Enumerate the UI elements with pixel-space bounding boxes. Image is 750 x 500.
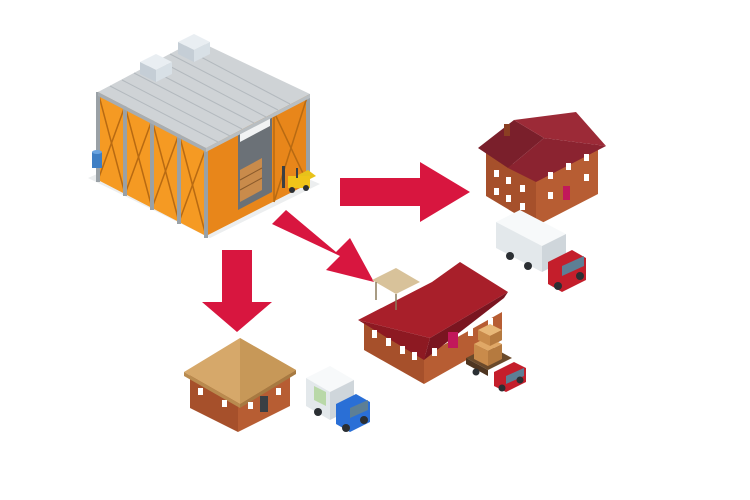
forklift-icon bbox=[282, 166, 316, 193]
van-icon bbox=[306, 366, 370, 432]
warehouse-icon bbox=[88, 34, 320, 238]
arrow-down bbox=[202, 250, 272, 332]
box-truck-icon bbox=[496, 210, 586, 292]
rooftop-unit-icon bbox=[140, 34, 210, 82]
arrow-diagonal bbox=[272, 210, 374, 282]
house-icon bbox=[478, 112, 606, 226]
flatbed-truck-icon bbox=[466, 324, 526, 392]
small-warehouse-icon bbox=[184, 338, 296, 432]
barrel-icon bbox=[92, 150, 102, 168]
arrow-right bbox=[340, 162, 470, 222]
